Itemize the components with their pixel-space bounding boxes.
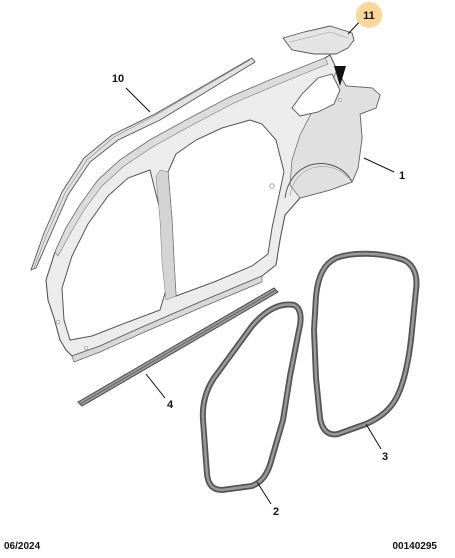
footer-date: 06/2024 [4, 541, 41, 552]
callout-2: 2 [273, 506, 279, 518]
upper-trim-piece [282, 25, 355, 86]
rear-door-opening [167, 119, 285, 297]
front-door-seal [199, 301, 304, 493]
callout-3: 3 [382, 451, 388, 463]
rear-wheel-arch [284, 163, 353, 199]
callout-10: 10 [112, 73, 124, 85]
callout-11: 11 [363, 10, 375, 22]
sill-edge [71, 275, 263, 363]
roof-trim-strip [30, 57, 256, 271]
rear-door-seal [311, 250, 420, 438]
body-side-panel [45, 54, 381, 363]
roof-rail [54, 57, 329, 257]
footer-reference: 00140295 [392, 541, 438, 552]
leader-lines [125, 17, 395, 505]
callout-4: 4 [167, 399, 174, 411]
quarter-window-opening [291, 73, 341, 117]
callout-11-badge [356, 2, 382, 28]
b-pillar [155, 169, 177, 301]
callout-1: 1 [399, 170, 405, 182]
sill-seal [77, 287, 279, 407]
